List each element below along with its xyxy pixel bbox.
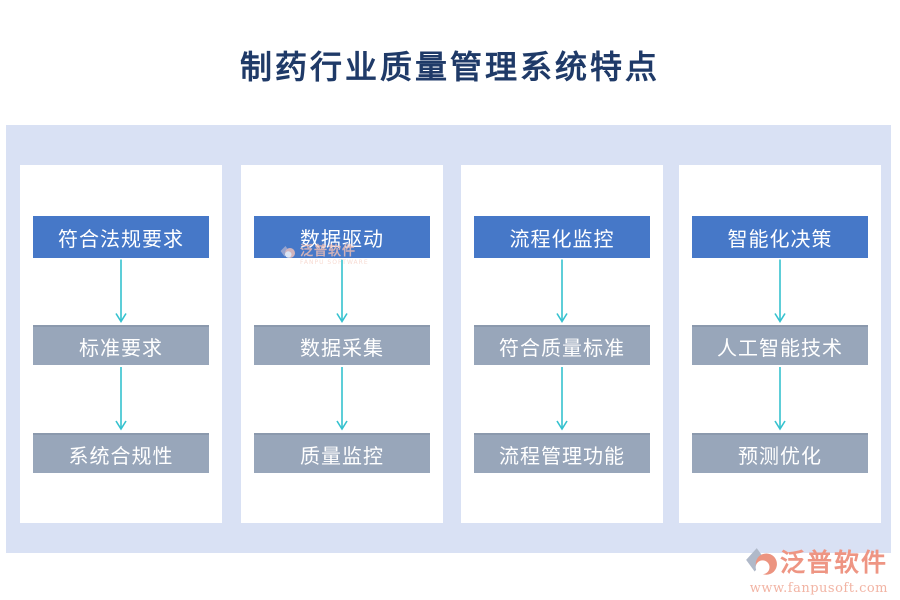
down-arrow-icon xyxy=(772,365,788,433)
column-4-header-box: 智能化决策 xyxy=(692,216,868,258)
feature-column-1: 符合法规要求 标准要求 系统合规性 xyxy=(20,165,222,523)
column-1-header-box: 符合法规要求 xyxy=(33,216,209,258)
step-box: 质量监控 xyxy=(254,433,430,473)
column-2-header-box: 数据驱动 xyxy=(254,216,430,258)
down-arrow-icon xyxy=(334,365,350,433)
step-box: 系统合规性 xyxy=(33,433,209,473)
brand-website: www.fanpusoft.com xyxy=(749,581,888,596)
column-3-header-box: 流程化监控 xyxy=(474,216,650,258)
step-box: 人工智能技术 xyxy=(692,325,868,365)
feature-column-3: 流程化监控 符合质量标准 流程管理功能 xyxy=(461,165,663,523)
diagram-panel: 符合法规要求 标准要求 系统合规性 数据驱动 数据采集 质量监控 泛普软件 xyxy=(6,125,891,553)
fanpu-logo-icon xyxy=(746,548,777,575)
feature-column-4: 智能化决策 人工智能技术 预测优化 xyxy=(679,165,881,523)
down-arrow-icon xyxy=(772,258,788,325)
step-box: 标准要求 xyxy=(33,325,209,365)
fanpu-footer-logo: 泛普软件 www.fanpusoft.com xyxy=(744,546,888,596)
feature-column-2: 数据驱动 数据采集 质量监控 泛普软件 FANPU SOFTWARE xyxy=(241,165,443,523)
step-box: 流程管理功能 xyxy=(474,433,650,473)
down-arrow-icon xyxy=(554,258,570,325)
down-arrow-icon xyxy=(113,365,129,433)
down-arrow-icon xyxy=(113,258,129,325)
step-box: 数据采集 xyxy=(254,325,430,365)
step-box: 符合质量标准 xyxy=(474,325,650,365)
down-arrow-icon xyxy=(554,365,570,433)
step-box: 预测优化 xyxy=(692,433,868,473)
down-arrow-icon xyxy=(334,258,350,325)
page-title: 制药行业质量管理系统特点 xyxy=(239,48,660,86)
brand-name: 泛普软件 xyxy=(779,548,888,577)
